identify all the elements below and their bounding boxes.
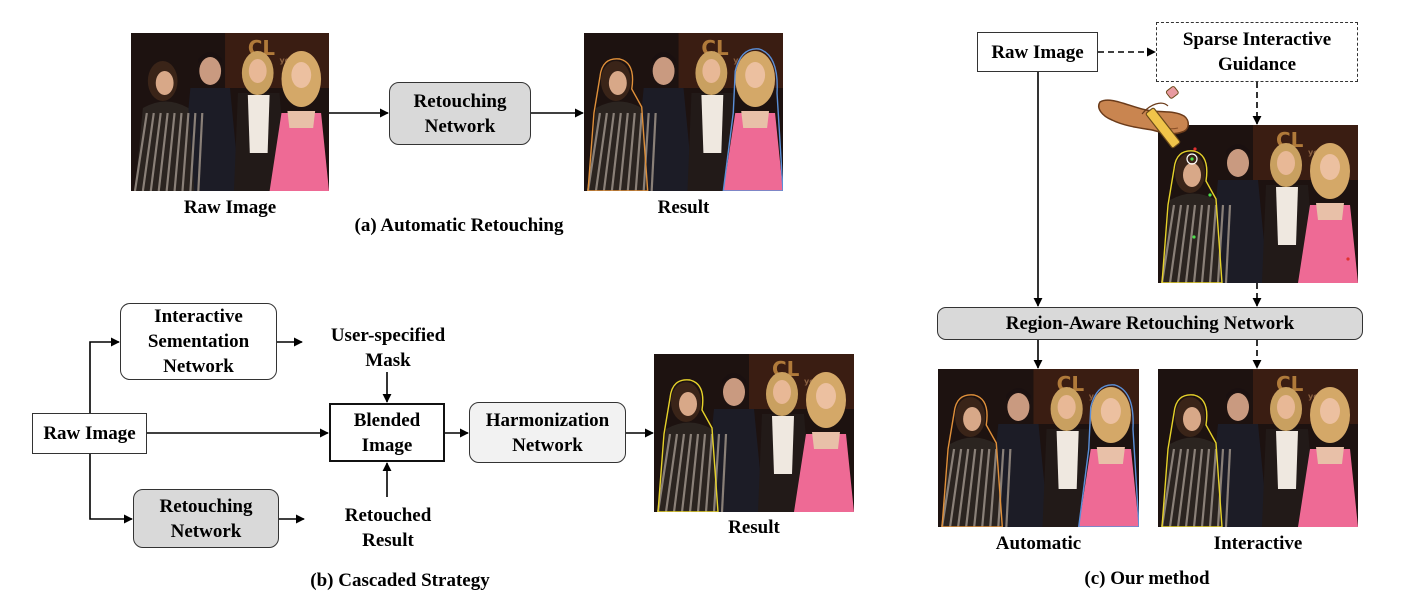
arrow-b-down <box>89 454 133 524</box>
result-label-a: Result <box>657 197 710 218</box>
automatic-output-image-c: CLyou're <box>938 369 1139 527</box>
automatic-label-c: Automatic <box>995 533 1082 554</box>
result-image-a: CLyou're <box>584 33 783 191</box>
caption-a: (a) Automatic Retouching <box>354 215 564 236</box>
caption-b: (b) Cascaded Strategy <box>310 570 490 591</box>
raw-image-a: CLyou're <box>131 33 329 191</box>
caption-c: (c) Our method <box>1084 568 1210 589</box>
interactive-input-image-c: CLyou're <box>1158 125 1358 283</box>
interactive-label-c: Interactive <box>1213 533 1303 554</box>
result-image-b: CLyou're <box>654 354 854 512</box>
raw-image-label-a: Raw Image <box>183 197 277 218</box>
region-aware-network-c: Region-Aware Retouching Network <box>937 307 1363 340</box>
hand-pencil-icon <box>1094 86 1204 161</box>
result-label-b: Result <box>728 517 780 538</box>
arrow-b-up <box>89 337 120 413</box>
raw-image-box-b: Raw Image <box>32 413 147 454</box>
interactive-output-image-c: CLyou're <box>1158 369 1358 527</box>
raw-image-box-c: Raw Image <box>977 32 1098 72</box>
